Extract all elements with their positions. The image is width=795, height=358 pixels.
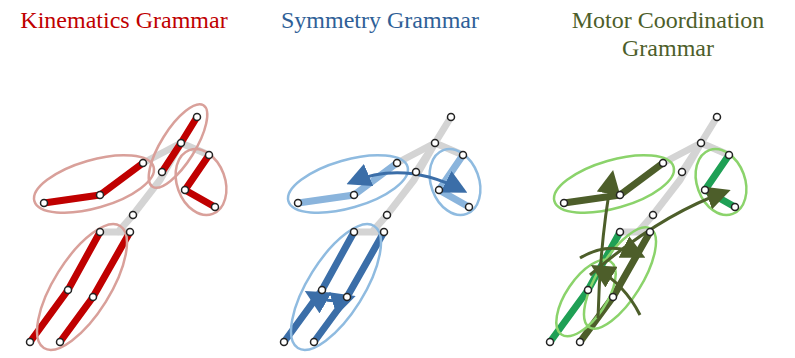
kinematics-figure (20, 96, 235, 358)
kinematics-title: Kinematics Grammar (14, 6, 234, 34)
symmetry-figure (274, 114, 489, 358)
motor-coordination-figure (545, 114, 755, 346)
motor-coordination-title: Motor Coordination Grammar (558, 6, 778, 62)
symmetry-title: Symmetry Grammar (270, 6, 490, 34)
